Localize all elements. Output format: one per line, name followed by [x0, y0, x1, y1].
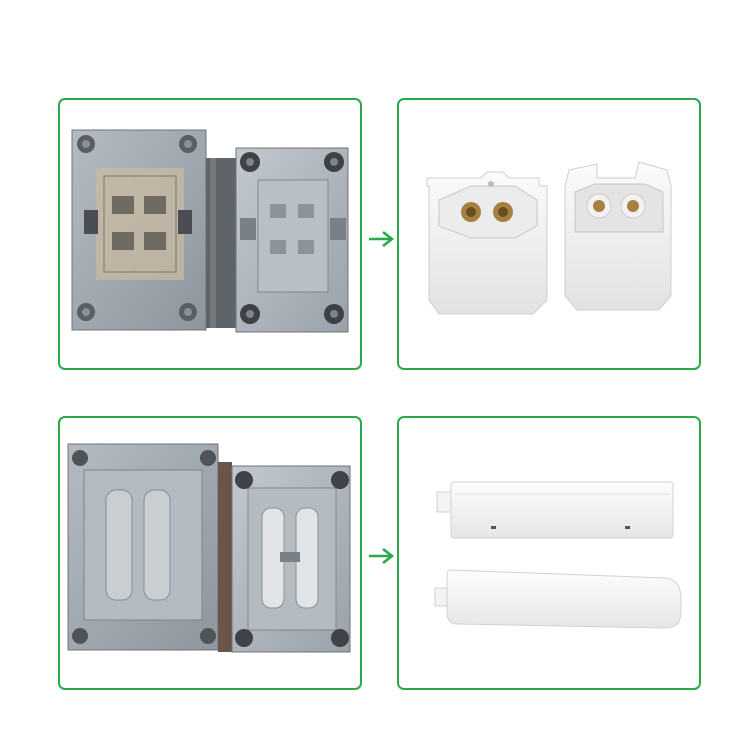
part-photo-panel-2 — [397, 416, 701, 690]
part-photo-connector-housings — [426, 161, 672, 315]
mold-photo-panel-2 — [58, 416, 362, 690]
arrow-right-icon — [367, 229, 397, 249]
mold-photo-endcap — [67, 443, 351, 653]
arrow-right-icon — [367, 546, 397, 566]
part-photo-endcaps — [434, 481, 682, 629]
mold-photo-connector — [71, 129, 349, 333]
mold-photo-panel-1 — [58, 98, 362, 370]
part-photo-panel-1 — [397, 98, 701, 370]
